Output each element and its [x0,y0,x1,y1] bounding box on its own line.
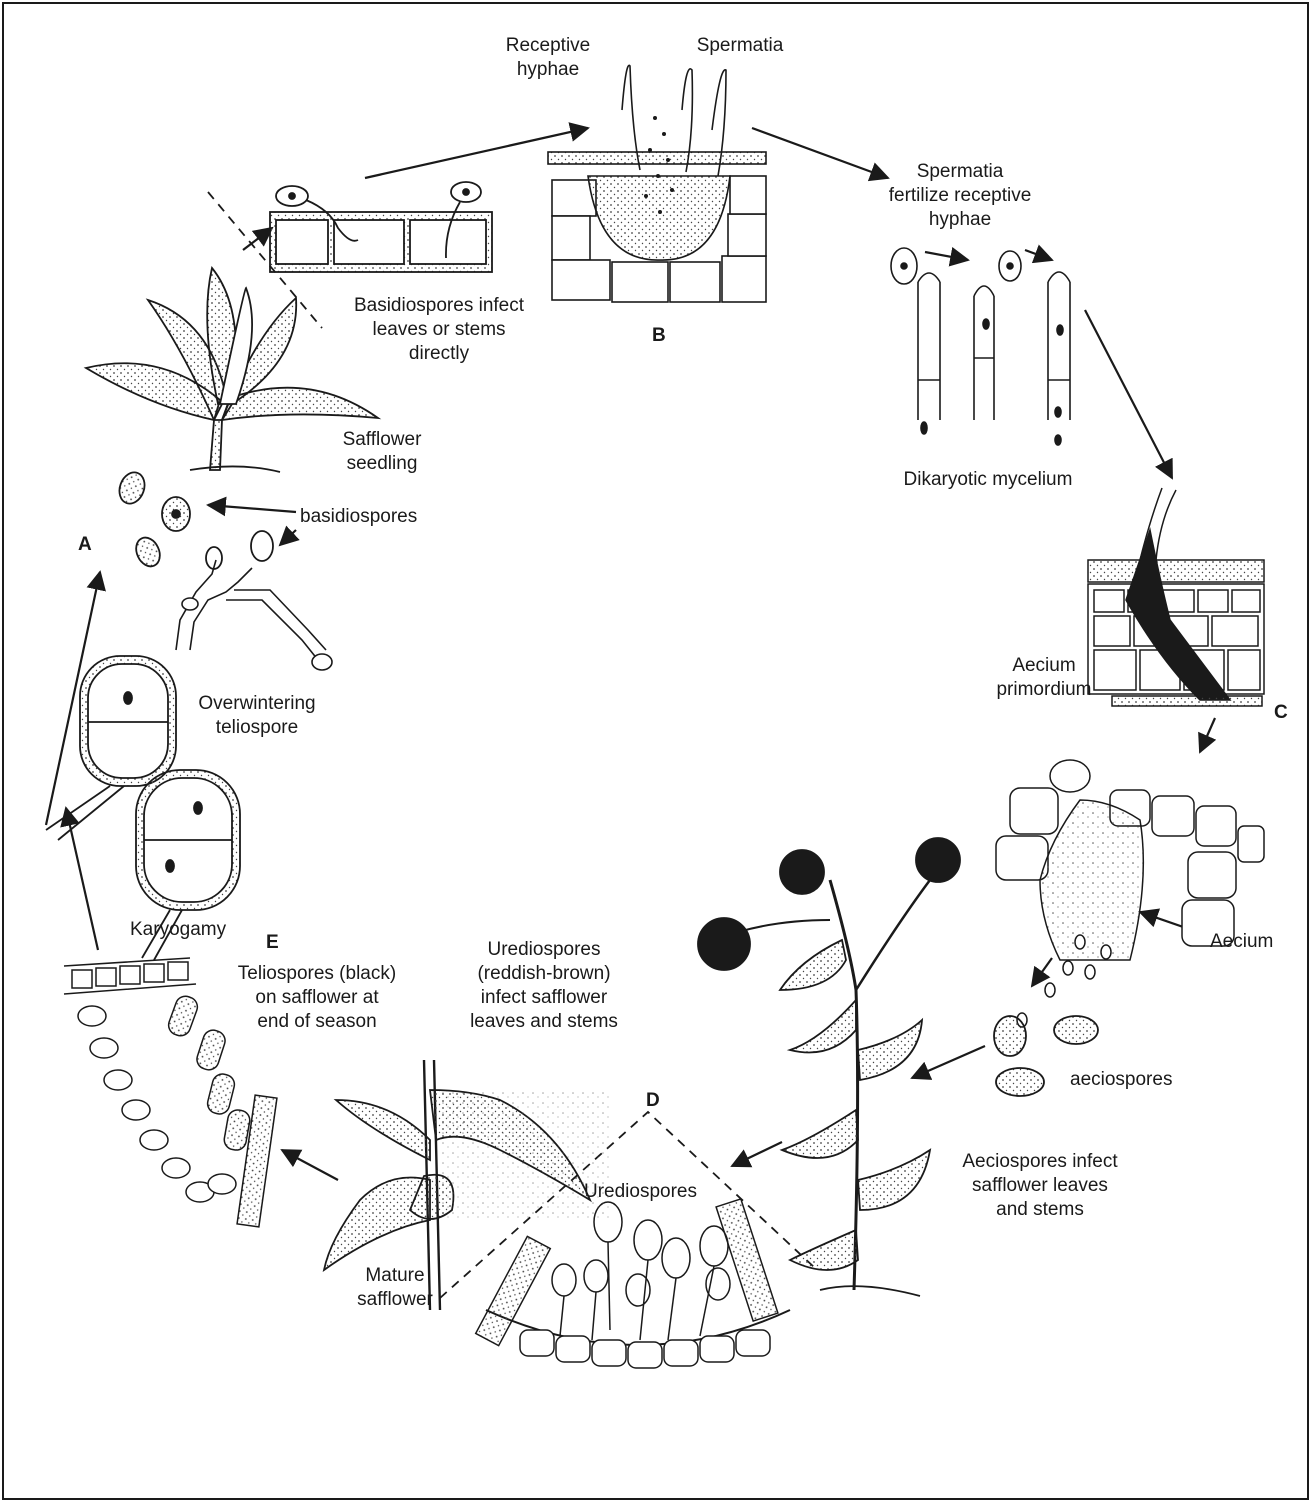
label-mature-safflower: Mature safflower [340,1264,450,1312]
stage-d-label: D [646,1090,660,1111]
label-urediospores: Urediospores [584,1180,724,1204]
label-karyogamy: Karyogamy [130,918,250,942]
arrow-aeciospore-release [1032,958,1052,986]
label-safflower-seedling: Safflower seedling [322,428,442,476]
label-aeciospores: aeciospores [1070,1068,1210,1092]
promycelium [176,560,332,670]
arrow-mature-to-e [282,1150,338,1180]
arrow-mycelium-to-c [1085,310,1172,478]
arrow-plant-to-d [732,1142,782,1166]
uredinium-d [476,1199,790,1368]
label-aecium-primordium: Aecium primordium [984,654,1104,702]
arrow-aeciospores-to-plant [912,1046,985,1078]
arrow-to-host-cell [243,228,272,250]
label-overwintering-teliospore: Overwintering teliospore [172,692,342,740]
stage-c-label: C [1274,702,1288,723]
label-spermatia: Spermatia [680,34,800,58]
label-spermatia-fertilize: Spermatia fertilize receptive hyphae [860,160,1060,232]
label-basidiospores-infect: Basidiospores infect leaves or stems dir… [326,294,552,366]
stage-b-label: B [652,325,666,346]
arrow-spermatia-2 [1025,250,1052,260]
host-cell-row [270,182,492,272]
arrow-primordium-to-aecium [1200,718,1215,752]
label-aeciospores-infect: Aeciospores infect safflower leaves and … [940,1150,1140,1222]
stage-a-label: A [78,534,92,555]
receptive-hyphae-sequence [891,248,1070,445]
spermogonium-b [548,65,766,302]
arrow-basidiospores-1 [208,505,296,512]
stage-e-label: E [266,932,279,953]
label-aecium: Aecium [1210,930,1290,954]
label-dikaryotic-mycelium: Dikaryotic mycelium [878,468,1098,492]
label-receptive-hyphae: Receptive hyphae [478,34,618,82]
aecium-primordium-c [1088,488,1264,706]
arrow-basidiospores-2 [280,530,296,545]
label-basidiospores: basidiospores [300,505,460,529]
basidiospore-cluster [115,469,273,570]
aecium [996,760,1264,1027]
arrow-spermatia-1 [925,252,968,260]
label-urediospores-infect: Urediospores (reddish-brown) infect saff… [444,938,644,1034]
label-teliospores-black: Teliospores (black) on safflower at end … [222,962,412,1034]
